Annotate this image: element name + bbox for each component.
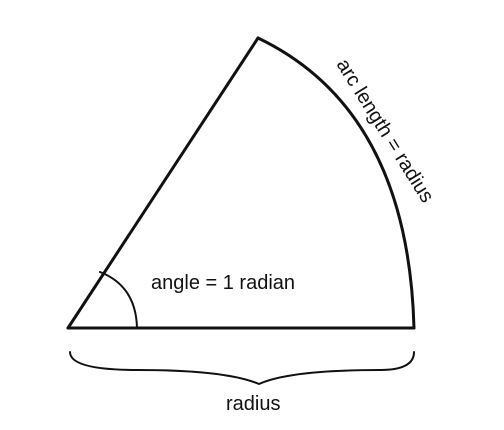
arc-line <box>256 36 416 330</box>
angle-arc <box>99 271 138 329</box>
radius-slanted-line <box>66 36 260 330</box>
arc-length-label: arc length = radius <box>332 55 438 207</box>
radius-brace <box>69 351 415 385</box>
radius-label: radius <box>226 393 280 415</box>
angle-label: angle = 1 radian <box>151 272 295 294</box>
